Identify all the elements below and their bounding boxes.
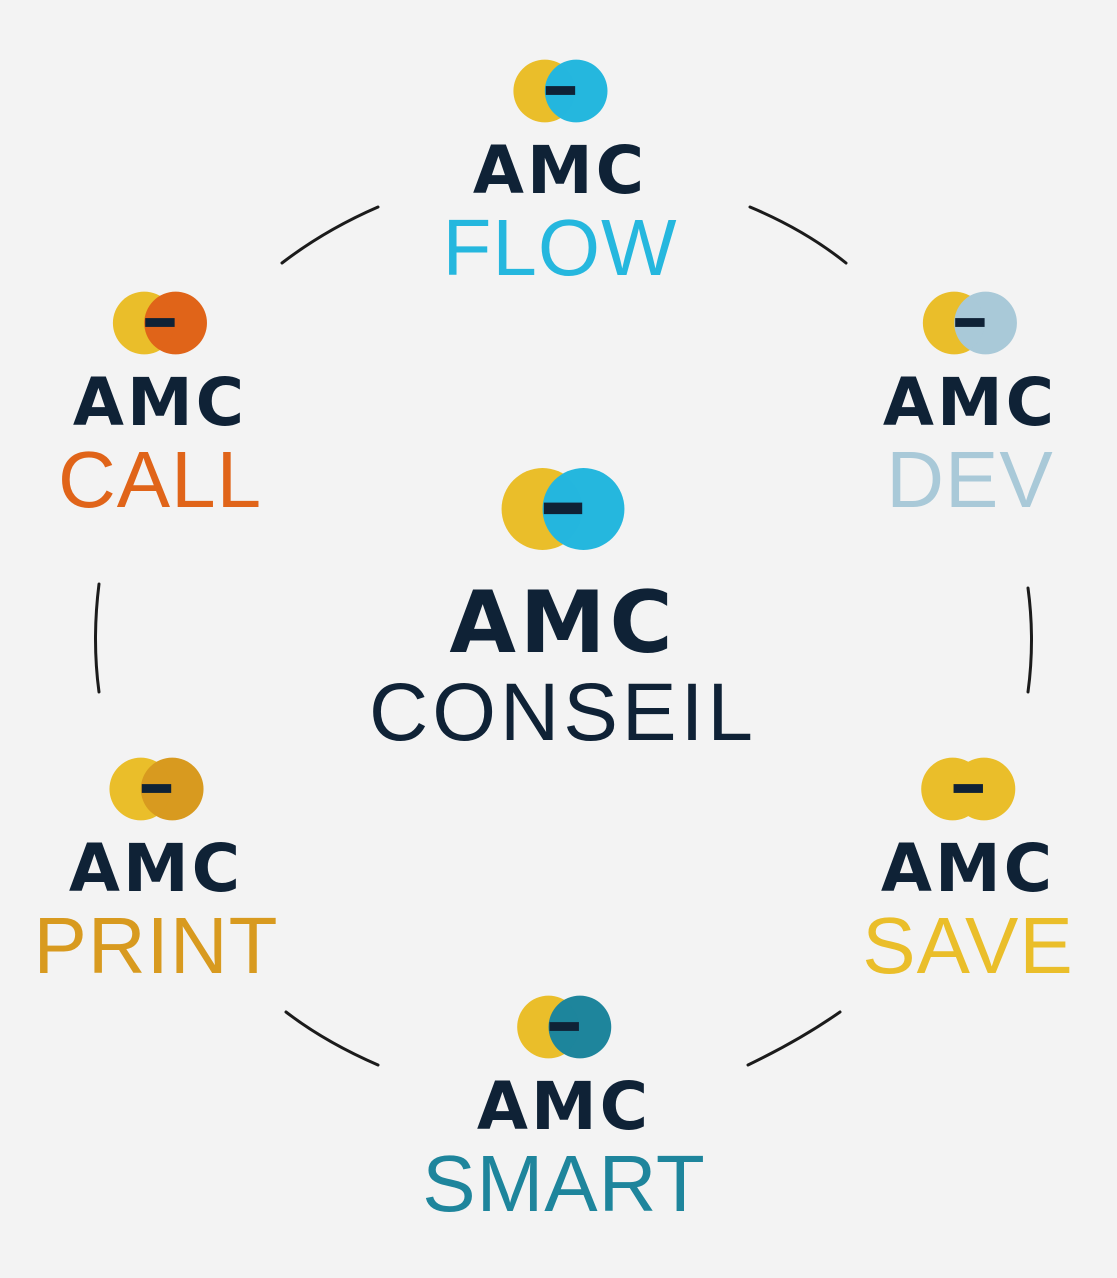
node-amc-dev: AMC DEV — [883, 290, 1057, 520]
product-label: CONSEIL — [369, 667, 757, 758]
node-amc-save: AMC SAVE — [862, 756, 1074, 986]
amc-call-logo-icon — [112, 291, 208, 355]
product-label: CALL — [57, 435, 263, 524]
node-amc-call: AMC CALL — [58, 290, 262, 520]
brand-label: AMC — [882, 364, 1058, 441]
brand-label: AMC — [449, 573, 677, 673]
brand-label: AMC — [880, 830, 1056, 907]
arc-dev-save — [1026, 586, 1033, 694]
amc-print-logo-icon — [108, 757, 204, 821]
brand-label: AMC — [472, 132, 648, 209]
amc-save-logo-icon — [920, 757, 1016, 821]
product-label: PRINT — [33, 901, 279, 990]
amc-smart-logo-icon — [516, 995, 612, 1059]
amc-flow-logo-icon — [512, 59, 608, 123]
product-label: DEV — [886, 435, 1054, 524]
arc-call-flow — [280, 205, 380, 265]
arc-save-smart — [746, 1010, 842, 1067]
amc-conseil-logo-icon — [501, 468, 625, 550]
product-label: SMART — [422, 1139, 706, 1228]
arc-smart-print — [284, 1010, 380, 1067]
brand-label: AMC — [72, 364, 248, 441]
brand-label: AMC — [476, 1068, 652, 1145]
product-label: FLOW — [442, 203, 678, 292]
arc-print-call — [94, 582, 101, 694]
amc-dev-logo-icon — [922, 291, 1018, 355]
product-label: SAVE — [862, 901, 1074, 990]
node-amc-conseil: AMC CONSEIL — [369, 466, 757, 754]
brand-label: AMC — [68, 830, 244, 907]
node-amc-smart: AMC SMART — [422, 994, 706, 1224]
node-amc-flow: AMC FLOW — [442, 58, 677, 288]
node-amc-print: AMC PRINT — [34, 756, 279, 986]
arc-flow-dev — [748, 205, 848, 265]
